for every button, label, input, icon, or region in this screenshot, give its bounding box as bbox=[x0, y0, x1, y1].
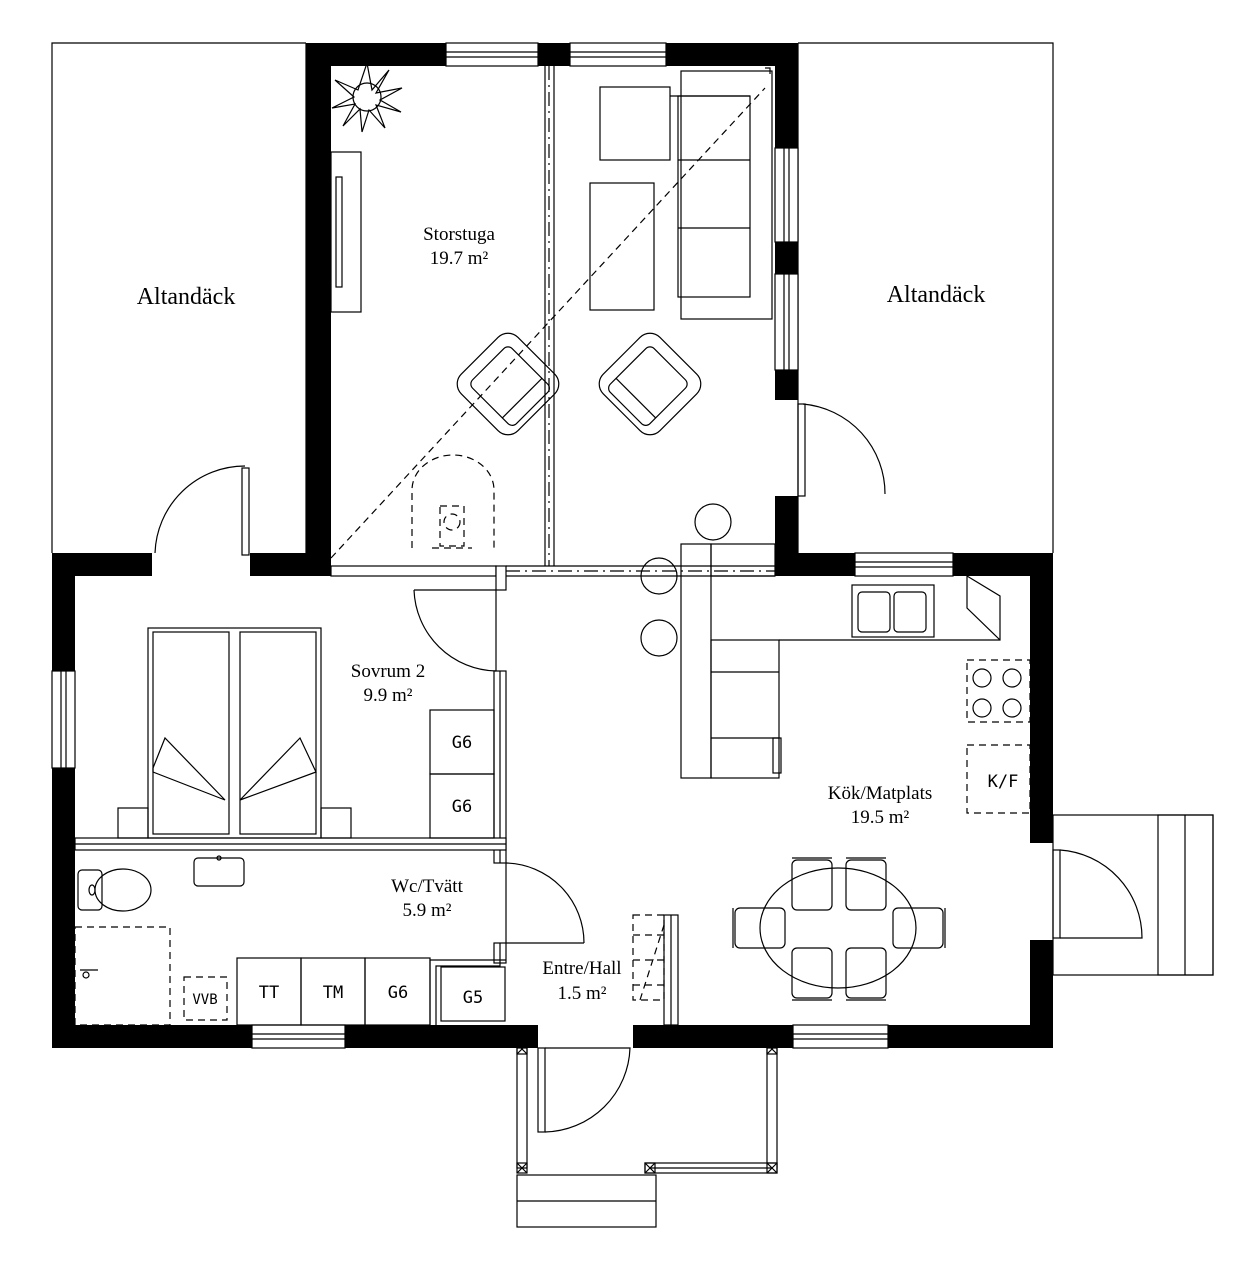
window-right-2 bbox=[774, 273, 799, 371]
fireplace bbox=[411, 454, 495, 549]
area-sovrum2: 9.9 m² bbox=[364, 685, 413, 706]
chair-3 bbox=[791, 947, 833, 1001]
label-wardrobe-4: G5 bbox=[463, 988, 483, 1008]
label-storstuga: Storstuga bbox=[423, 224, 495, 245]
label-altan-right: Altandäck bbox=[887, 282, 986, 308]
door-sovrum bbox=[413, 589, 497, 672]
stove-icon bbox=[966, 659, 1031, 723]
window-bottom-2 bbox=[792, 1024, 889, 1049]
window-left bbox=[51, 670, 76, 769]
fixture-labels: G6 G6 TT TM G6 G5 VVB K/F bbox=[192, 733, 1018, 1008]
storstuga-furniture bbox=[330, 62, 773, 559]
label-kok-matplats: Kök/Matplats bbox=[828, 783, 933, 804]
label-wc-tvatt: Wc/Tvätt bbox=[391, 876, 463, 897]
plant-icon bbox=[331, 62, 403, 133]
chair-6 bbox=[892, 907, 946, 949]
window-bottom-1 bbox=[251, 1024, 346, 1049]
shower-icon bbox=[80, 969, 98, 979]
door-wc bbox=[505, 862, 585, 944]
door-left-deck bbox=[154, 465, 250, 556]
doors bbox=[154, 403, 1143, 1133]
door-right-deck bbox=[797, 403, 886, 497]
toilet-icon bbox=[77, 868, 152, 912]
label-wardrobe-3: G6 bbox=[388, 983, 408, 1003]
kitchen-fixtures bbox=[640, 503, 1031, 1001]
area-kok-matplats: 19.5 m² bbox=[851, 807, 910, 828]
label-sovrum2: Sovrum 2 bbox=[351, 661, 425, 682]
label-washer: TM bbox=[323, 983, 343, 1003]
label-entre-hall: Entre/Hall bbox=[542, 958, 621, 979]
label-fridge-freezer: K/F bbox=[988, 772, 1019, 792]
chair-2 bbox=[845, 857, 887, 911]
window-top-2 bbox=[569, 42, 667, 67]
room-labels: Altandäck Altandäck Storstuga 19.7 m² So… bbox=[137, 224, 986, 1004]
walls bbox=[52, 43, 1053, 1048]
label-water-heater: VVB bbox=[192, 992, 217, 1008]
window-top-1 bbox=[445, 42, 539, 67]
armchair-1 bbox=[456, 332, 560, 436]
partitions bbox=[74, 66, 778, 1174]
window-kitchen-top bbox=[854, 552, 954, 577]
bedroom-furniture bbox=[117, 627, 495, 839]
label-wardrobe-1: G6 bbox=[452, 733, 472, 753]
area-entre-hall: 1.5 m² bbox=[558, 983, 607, 1004]
sink-icon bbox=[193, 855, 245, 887]
door-entry bbox=[537, 1047, 631, 1133]
corner-sofa bbox=[599, 70, 773, 320]
area-wc-tvatt: 5.9 m² bbox=[403, 900, 452, 921]
door-side bbox=[1052, 849, 1143, 939]
window-right-1 bbox=[774, 147, 799, 243]
area-storstuga: 19.7 m² bbox=[430, 248, 489, 269]
windows bbox=[51, 42, 954, 1049]
label-dryer: TT bbox=[259, 983, 279, 1003]
armchair-2 bbox=[598, 332, 702, 436]
chair-4 bbox=[845, 947, 887, 1001]
label-wardrobe-2: G6 bbox=[452, 797, 472, 817]
chair-1 bbox=[791, 857, 833, 911]
chair-5 bbox=[732, 907, 786, 949]
wc-fixtures bbox=[74, 855, 506, 1026]
label-altan-left: Altandäck bbox=[137, 284, 236, 310]
hall-fixtures bbox=[516, 914, 778, 1174]
